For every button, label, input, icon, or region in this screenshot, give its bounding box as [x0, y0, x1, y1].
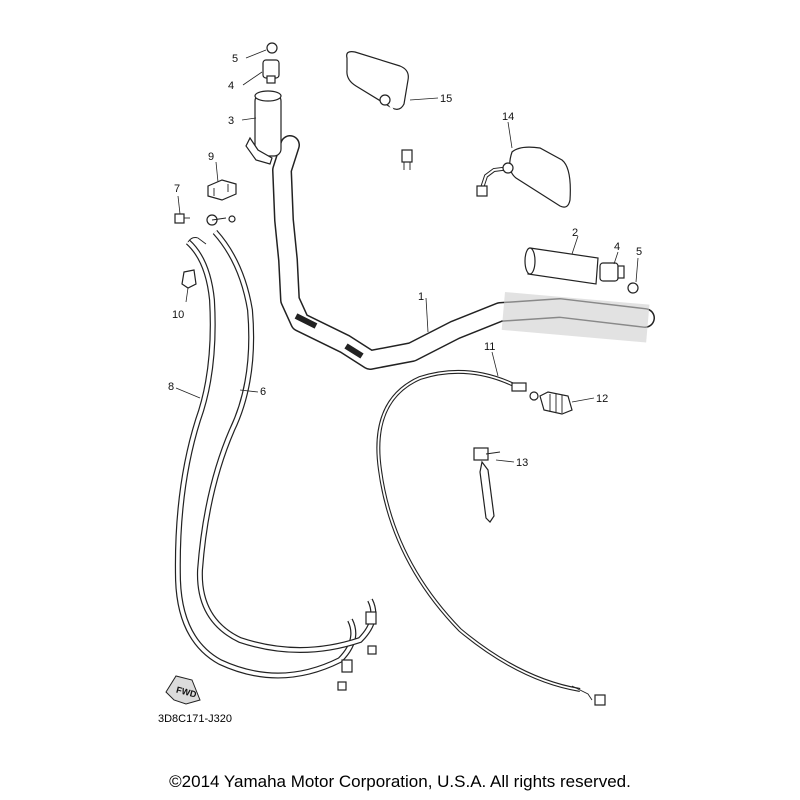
- callout-6: 6: [260, 386, 266, 398]
- callout-7: 7: [174, 183, 180, 195]
- callout-8: 8: [168, 381, 174, 393]
- handlebar: [272, 135, 655, 370]
- callout-2: 2: [572, 227, 578, 239]
- callout-3: 3: [228, 115, 234, 127]
- throttle-cables: [174, 214, 377, 691]
- cable-adjuster: [529, 391, 573, 415]
- callout-5-left: 5: [232, 53, 238, 65]
- cable-guide: [207, 179, 237, 201]
- callout-14: 14: [502, 111, 514, 123]
- bar-end-left: [262, 59, 280, 84]
- callout-10: 10: [172, 309, 184, 321]
- screw: [174, 213, 190, 224]
- bar-end-right: [599, 262, 625, 282]
- callout-15: 15: [440, 93, 452, 105]
- cable-clamp: [181, 269, 197, 289]
- mirror-right: [476, 146, 571, 208]
- fwd-arrow: FWD: [165, 675, 201, 705]
- callout-12: 12: [596, 393, 608, 405]
- right-grip: [524, 247, 599, 285]
- callout-4-left: 4: [228, 80, 234, 92]
- mirror-left: [346, 51, 413, 170]
- clutch-cable: [376, 369, 606, 706]
- callout-13: 13: [516, 457, 528, 469]
- leader-lines: [175, 49, 639, 463]
- diagram-code: 3D8C171-J320: [158, 713, 232, 725]
- callout-labels: 5 4 3 9 7 10 8 6 1 2 4 5 11 12 13 14 15: [168, 53, 642, 469]
- bar-end-bolt-left: [266, 42, 278, 54]
- copyright-notice: ©2014 Yamaha Motor Corporation, U.S.A. A…: [169, 772, 631, 791]
- cable-tie: [473, 447, 501, 523]
- callout-4-right: 4: [614, 241, 620, 253]
- left-grip: [245, 90, 282, 165]
- callout-1: 1: [418, 291, 424, 303]
- callout-5-right: 5: [636, 246, 642, 258]
- bar-end-bolt-right: [627, 282, 639, 294]
- callout-9: 9: [208, 151, 214, 163]
- callout-11: 11: [484, 341, 495, 353]
